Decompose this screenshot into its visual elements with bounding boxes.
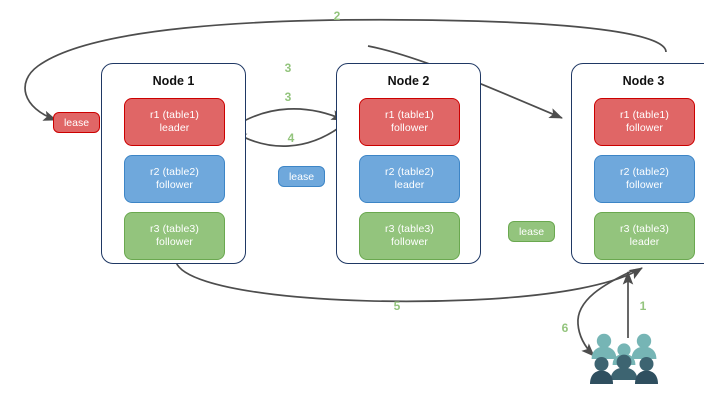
node-container-node3[interactable]: Node 3 r1 (table1) follower r2 (table2) … — [571, 63, 704, 264]
replica-name: r2 (table2) — [385, 165, 434, 178]
edge-step-5 — [175, 261, 643, 303]
lease-badge-r3[interactable]: lease — [508, 221, 555, 242]
replica-role: follower — [391, 236, 428, 248]
node-title: Node 1 — [152, 74, 195, 88]
replica-r1-node2[interactable]: r1 (table1) follower — [359, 98, 460, 146]
replica-role: follower — [626, 179, 663, 191]
step-label-3-lower: 3 — [284, 90, 292, 104]
users-group-icon — [590, 333, 658, 384]
replica-role: follower — [156, 236, 193, 248]
replica-name: r3 (table3) — [620, 222, 669, 235]
step-label-1: 1 — [639, 299, 647, 313]
replica-name: r1 (table1) — [620, 108, 669, 121]
node-title: Node 3 — [622, 74, 665, 88]
edge-step-2 — [24, 18, 667, 121]
replica-r2-node2[interactable]: r2 (table2) leader — [359, 155, 460, 203]
edge-step-3-lower — [231, 108, 345, 129]
lease-badge-r1[interactable]: lease — [53, 112, 100, 133]
step-label-2: 2 — [333, 9, 341, 23]
replica-name: r2 (table2) — [620, 165, 669, 178]
node-title: Node 2 — [387, 74, 430, 88]
replica-name: r3 (table3) — [385, 222, 434, 235]
step-label-5: 5 — [393, 299, 401, 313]
replica-r3-node3[interactable]: r3 (table3) leader — [594, 212, 695, 260]
step-label-4: 4 — [287, 131, 295, 145]
replica-r2-node3[interactable]: r2 (table2) follower — [594, 155, 695, 203]
replica-role: follower — [626, 122, 663, 134]
replica-r2-node1[interactable]: r2 (table2) follower — [124, 155, 225, 203]
replica-r3-node2[interactable]: r3 (table3) follower — [359, 212, 460, 260]
replica-name: r1 (table1) — [385, 108, 434, 121]
edge-step-6 — [577, 269, 635, 357]
replica-role: leader — [629, 236, 660, 248]
replica-name: r1 (table1) — [150, 108, 199, 121]
replica-name: r3 (table3) — [150, 222, 199, 235]
replica-name: r2 (table2) — [150, 165, 199, 178]
node-container-node2[interactable]: Node 2 r1 (table1) follower r2 (table2) … — [336, 63, 481, 264]
replica-role: follower — [391, 122, 428, 134]
replica-role: leader — [394, 179, 425, 191]
step-label-3-upper: 3 — [284, 61, 292, 75]
step-label-6: 6 — [561, 321, 569, 335]
lease-badge-r2[interactable]: lease — [278, 166, 325, 187]
replica-r1-node1[interactable]: r1 (table1) leader — [124, 98, 225, 146]
replica-r3-node1[interactable]: r3 (table3) follower — [124, 212, 225, 260]
replica-role: follower — [156, 179, 193, 191]
node-container-node1[interactable]: Node 1 r1 (table1) leader r2 (table2) fo… — [101, 63, 246, 264]
replica-role: leader — [159, 122, 190, 134]
replica-r1-node3[interactable]: r1 (table1) follower — [594, 98, 695, 146]
